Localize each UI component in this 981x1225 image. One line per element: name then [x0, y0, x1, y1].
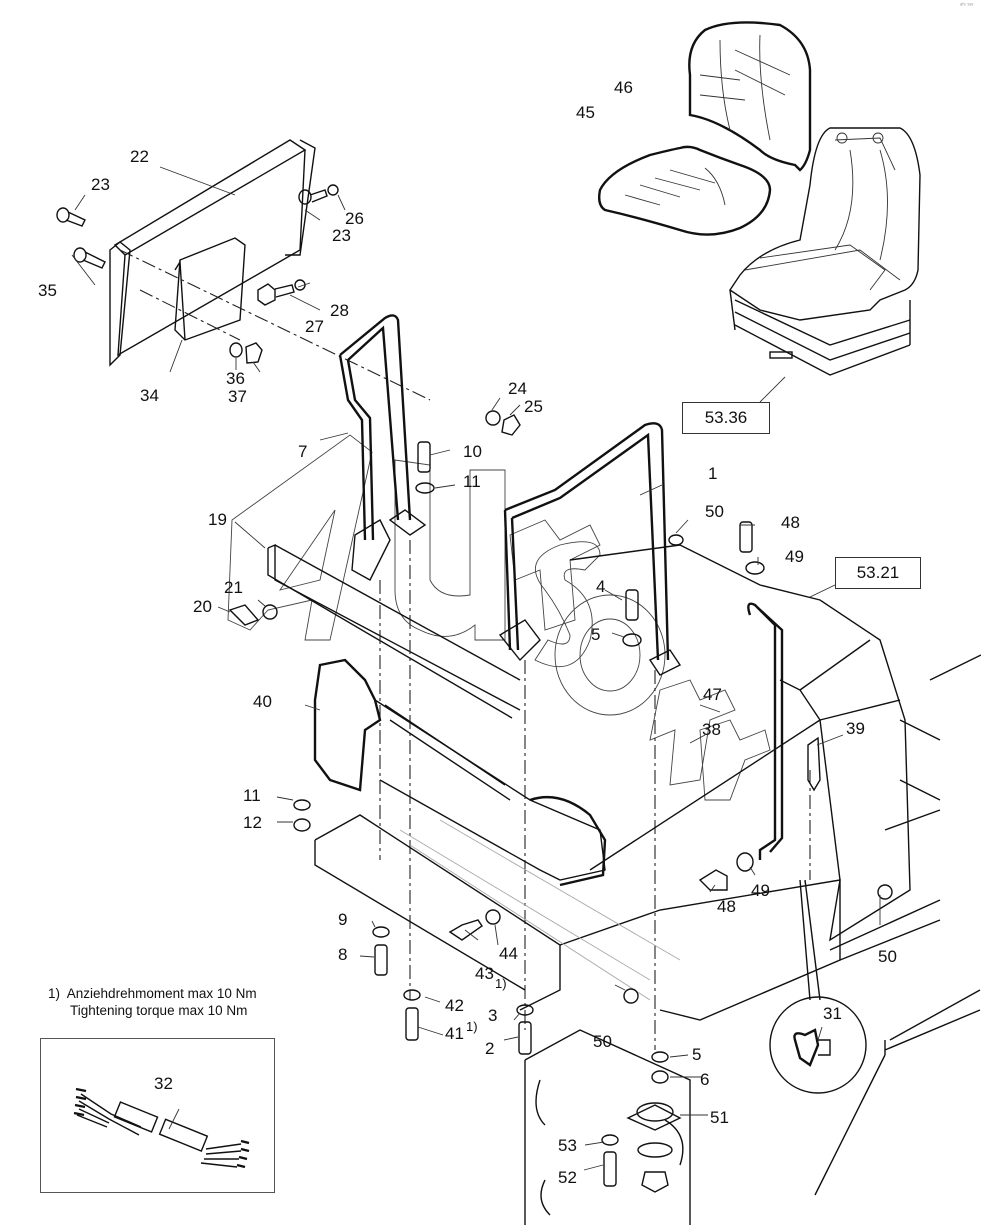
part-label: 20 [193, 597, 212, 616]
ref-box-53-21[interactable]: 53.21 [835, 557, 921, 589]
part-label: 9 [338, 910, 348, 929]
detail-circle [769, 996, 867, 1094]
part-label: 49 [785, 547, 804, 566]
part-label: 52 [558, 1168, 577, 1187]
fasteners-main [228, 410, 893, 1187]
part-label: 6 [700, 1070, 710, 1089]
part-label: 46 [614, 78, 633, 97]
footnote-mark: 1) [495, 976, 507, 991]
fasteners-upper-left [56, 184, 339, 364]
part-label: 53 [558, 1136, 577, 1155]
part-label: 41 [445, 1024, 464, 1043]
harness-drawing [73, 1087, 250, 1169]
crossbar [267, 543, 521, 719]
part-label: 35 [38, 281, 57, 300]
corner-mark: ᵃᶠˢ ˢˢˢ [960, 3, 974, 9]
part-label: 21 [224, 578, 243, 597]
leader-lines [71, 166, 881, 1171]
part-label: 47 [703, 685, 722, 704]
footnote-marker: 1) [48, 986, 61, 1001]
footnote-german: Anziehdrehmoment max 10 Nm [66, 986, 257, 1001]
part-label: 11 [243, 786, 261, 805]
part-label: 37 [228, 387, 247, 406]
part-label: 48 [781, 513, 800, 532]
part-label: 48 [717, 897, 736, 916]
lower-platform [314, 814, 841, 1225]
part-label: 40 [253, 692, 272, 711]
part-label: 38 [702, 720, 721, 739]
roll-bar-left [338, 314, 427, 581]
side-housing [569, 544, 911, 942]
part-label: 4 [596, 577, 606, 596]
footnote-mark: 1) [466, 1019, 478, 1034]
part-label: 5 [692, 1045, 702, 1064]
part-label: 26 [345, 209, 364, 228]
footnote: 1) Anziehdrehmoment max 10 Nm Tightening… [48, 985, 257, 1019]
part-label: 50 [593, 1032, 612, 1051]
part-label: 51 [710, 1108, 729, 1127]
part-label: 8 [338, 945, 348, 964]
roll-bar-right [498, 422, 682, 676]
part-label: 31 [823, 1004, 842, 1023]
part-label: 23 [91, 175, 110, 194]
leader-53-36 [759, 376, 786, 403]
part-label: 24 [508, 379, 527, 398]
part-label: 22 [130, 147, 149, 166]
part-label: 3 [488, 1006, 498, 1025]
axis-line [119, 249, 431, 401]
part-label: 19 [208, 510, 227, 529]
seat-backrest [688, 21, 812, 172]
watermark-outline [227, 434, 771, 801]
part-label: 1 [708, 464, 718, 483]
part-label: 25 [524, 397, 543, 416]
ref-box-53-36[interactable]: 53.36 [682, 402, 770, 434]
console-cover [313, 658, 607, 887]
rubber-mount [626, 1051, 682, 1193]
part-label: 34 [140, 386, 159, 405]
part-label: 5 [591, 625, 601, 644]
part-label: 12 [243, 813, 262, 832]
detail-leader [804, 879, 821, 1001]
part-label: 36 [226, 369, 245, 388]
footnote-english: Tightening torque max 10 Nm [70, 1003, 248, 1018]
floor-frame-right [814, 654, 981, 1196]
part-label: 11 [463, 472, 481, 491]
plug-thread [818, 1039, 831, 1056]
part-label: 39 [846, 719, 865, 738]
part-label: 50 [878, 947, 897, 966]
part-label: 28 [330, 301, 349, 320]
leader-53-21 [809, 584, 836, 598]
part-label: 49 [751, 881, 770, 900]
part-label: 2 [485, 1039, 495, 1058]
part-label: 45 [576, 103, 595, 122]
grab-handle [747, 602, 784, 860]
detail-leader [799, 879, 811, 1001]
part-label: 43 [475, 964, 494, 983]
seat-suspension-base [729, 127, 921, 376]
part-label: 27 [305, 317, 324, 336]
part-label: 50 [705, 502, 724, 521]
part-label: 10 [463, 442, 482, 461]
part-label: 23 [332, 226, 351, 245]
part-label: 44 [499, 944, 518, 963]
plug-glyph [793, 1028, 820, 1067]
seat-cushion [597, 145, 772, 236]
wiring-harness-inset: 32 [40, 1038, 275, 1193]
axis-line [139, 289, 241, 341]
part-label: 7 [298, 442, 308, 461]
part-label: 42 [445, 996, 464, 1015]
side-panel [109, 139, 316, 367]
part-label: 32 [154, 1074, 173, 1093]
